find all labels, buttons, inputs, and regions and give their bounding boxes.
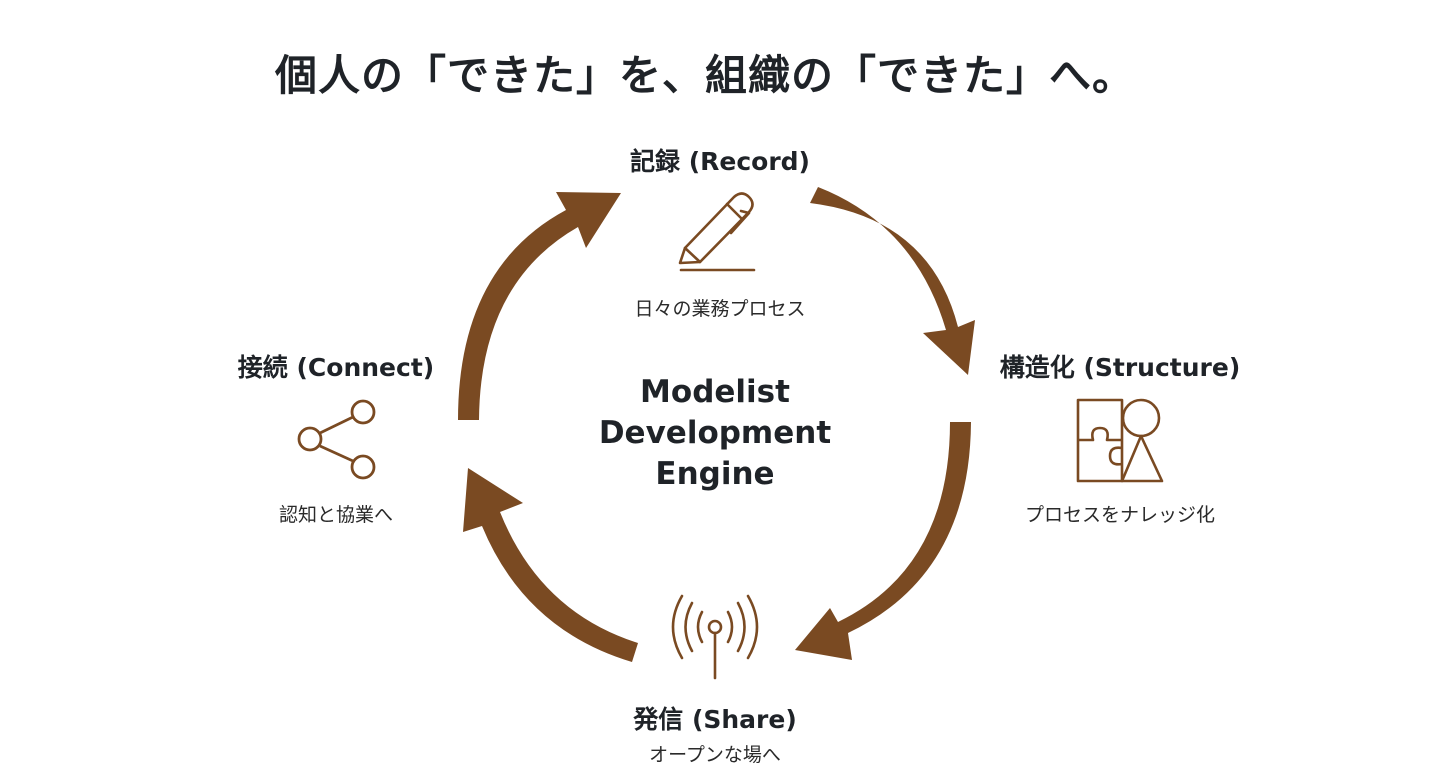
broadcast-antenna-icon bbox=[671, 594, 759, 680]
step-record: 記録 (Record) bbox=[580, 142, 860, 178]
step-share: 発信 (Share) オープンな場へ bbox=[575, 700, 855, 767]
arrow-structure-to-share bbox=[795, 422, 971, 660]
page-title: 個人の「できた」を、組織の「できた」へ。 bbox=[274, 51, 1135, 100]
step-share-subtitle: オープンな場へ bbox=[649, 744, 781, 766]
step-record-title: 記録 (Record) bbox=[630, 147, 810, 176]
step-connect: 接続 (Connect) bbox=[196, 348, 476, 384]
step-share-title: 発信 (Share) bbox=[633, 705, 797, 734]
step-connect-title: 接続 (Connect) bbox=[237, 353, 435, 382]
step-structure-title: 構造化 (Structure) bbox=[999, 353, 1241, 382]
step-record-caption: 日々の業務プロセス bbox=[580, 294, 860, 321]
pen-icon bbox=[678, 192, 756, 272]
arrow-connect-to-record bbox=[458, 192, 621, 420]
center-line-3: Engine bbox=[655, 456, 775, 492]
step-structure-subtitle: プロセスをナレッジ化 bbox=[1024, 504, 1215, 526]
step-connect-subtitle: 認知と協業へ bbox=[278, 504, 393, 526]
arrow-record-to-structure bbox=[810, 187, 975, 375]
puzzle-shapes-icon bbox=[1076, 398, 1164, 483]
center-label: Modelist Development Engine bbox=[560, 372, 870, 495]
center-line-2: Development bbox=[598, 415, 832, 451]
step-structure-caption: プロセスをナレッジ化 bbox=[980, 500, 1260, 527]
step-structure: 構造化 (Structure) bbox=[980, 348, 1260, 384]
step-record-subtitle: 日々の業務プロセス bbox=[634, 298, 806, 320]
center-line-1: Modelist bbox=[640, 374, 790, 410]
step-connect-caption: 認知と協業へ bbox=[196, 500, 476, 527]
arrow-share-to-connect bbox=[463, 468, 638, 662]
share-nodes-icon bbox=[297, 399, 376, 480]
